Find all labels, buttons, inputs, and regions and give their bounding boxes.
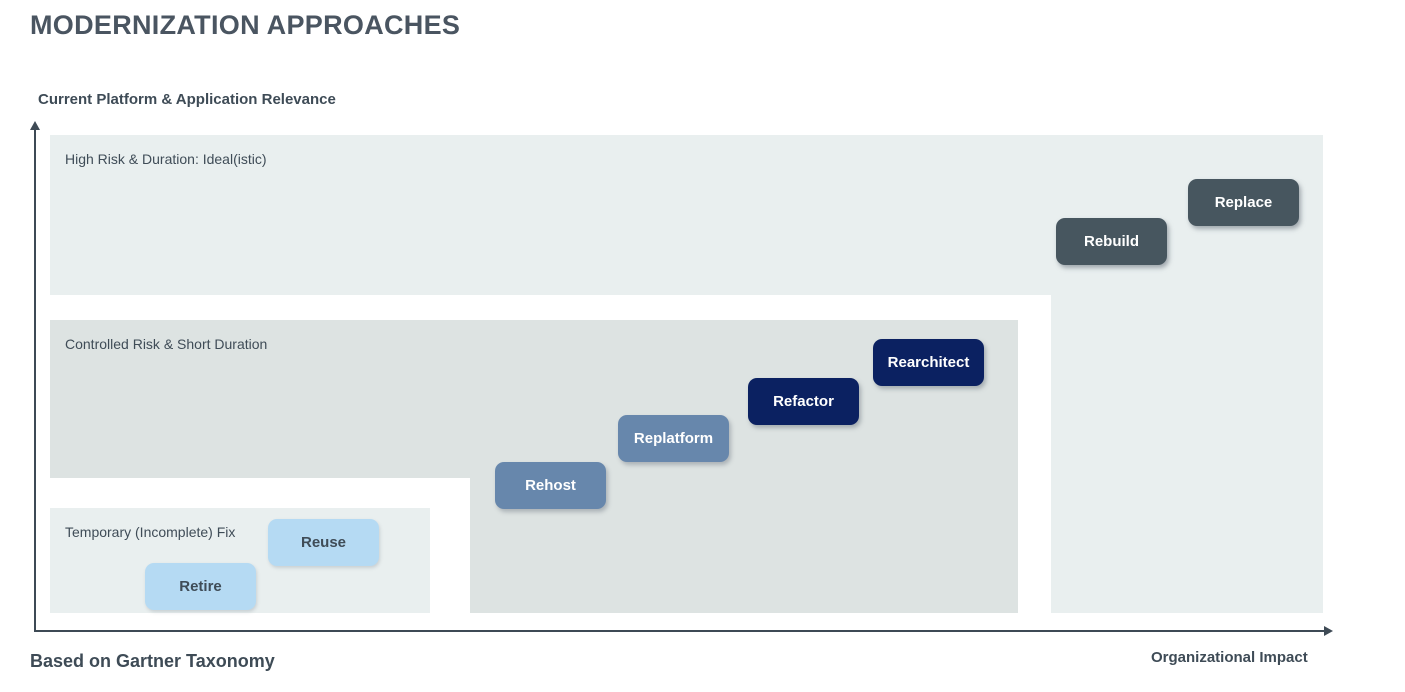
x-axis-arrowhead-icon [1324, 626, 1333, 636]
zone-temporary-fix-label: Temporary (Incomplete) Fix [65, 524, 236, 540]
approach-chip-rebuild[interactable]: Rebuild [1056, 218, 1167, 265]
x-axis-line [34, 630, 1326, 632]
y-axis-label: Current Platform & Application Relevance [38, 91, 336, 108]
zone-high-risk-right-column [1051, 295, 1323, 613]
page-title: MODERNIZATION APPROACHES [30, 10, 461, 40]
approach-chip-replatform[interactable]: Replatform [618, 415, 729, 462]
y-axis-line [34, 130, 36, 631]
approach-chip-replace[interactable]: Replace [1188, 179, 1299, 226]
approach-chip-retire[interactable]: Retire [145, 563, 256, 610]
approach-chip-rehost[interactable]: Rehost [495, 462, 606, 509]
zone-high-risk: High Risk & Duration: Ideal(istic) [50, 135, 1323, 295]
zone-controlled-risk-label: Controlled Risk & Short Duration [65, 336, 268, 352]
x-axis-label: Organizational Impact [1151, 649, 1308, 666]
source-note: Based on Gartner Taxonomy [30, 651, 275, 671]
approach-chip-refactor[interactable]: Refactor [748, 378, 859, 425]
zone-high-risk-label: High Risk & Duration: Ideal(istic) [65, 151, 267, 167]
approach-chip-reuse[interactable]: Reuse [268, 519, 379, 566]
approach-chip-rearchitect[interactable]: Rearchitect [873, 339, 984, 386]
y-axis-arrowhead-icon [30, 121, 40, 130]
